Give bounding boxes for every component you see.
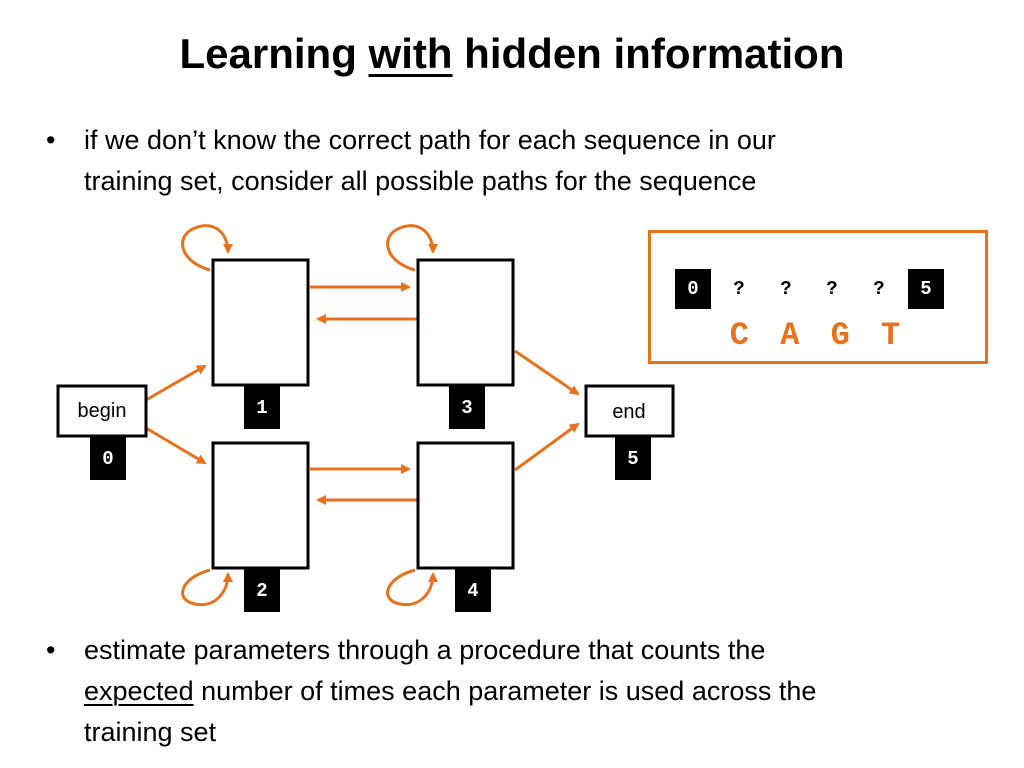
state-1 <box>211 258 310 387</box>
self-loop-3 <box>386 224 438 272</box>
begin-index-badge <box>90 436 126 480</box>
edge-4-to-end <box>514 422 580 472</box>
end-index-label: 5 <box>627 448 638 470</box>
end-state-label: end <box>612 401 645 423</box>
self-loop-2 <box>181 568 233 607</box>
state-2-index-badge <box>244 568 280 612</box>
bullet-1-line-1: if we don’t know the correct path for ea… <box>84 125 776 155</box>
sequence-path-box: 0 ? ? ? ? 5 C A G T <box>648 230 988 364</box>
title-end: hidden information <box>452 30 845 77</box>
state-2 <box>211 441 310 570</box>
bullet-2-text: estimate parameters through a procedure … <box>84 630 816 753</box>
end-index-badge <box>615 436 651 480</box>
state-3 <box>416 258 515 387</box>
bullet-2-line-2: expected number of times each parameter … <box>84 671 816 712</box>
bullet-2-line-1: estimate parameters through a procedure … <box>84 635 766 665</box>
edge-begin-to-2 <box>145 426 207 465</box>
bullet-1-line-2: training set, consider all possible path… <box>84 166 757 196</box>
dna-sequence: C A G T <box>729 317 907 354</box>
bullet-2-line-2-rest: number of times each parameter is used a… <box>193 676 817 706</box>
path-cell-unknown: ? <box>733 278 745 300</box>
title-underlined-word: with <box>368 30 453 77</box>
state-3-index-badge <box>449 385 485 429</box>
state-3-index-label: 3 <box>461 397 472 419</box>
title-start: Learning <box>179 30 369 77</box>
path-cell-unknown: ? <box>826 278 838 300</box>
state-4-index-label: 4 <box>467 580 478 602</box>
emphasized-word-expected: expected <box>84 676 194 706</box>
begin-state <box>56 384 148 438</box>
begin-index-label: 0 <box>102 448 113 470</box>
path-cell-unknown: ? <box>873 278 885 300</box>
bullet-marker: • <box>46 635 56 665</box>
state-4 <box>416 441 515 570</box>
bullet-marker: • <box>46 125 56 155</box>
path-cell-end: 5 <box>908 269 944 309</box>
path-cell-begin: 0 <box>675 269 711 309</box>
edge-begin-to-1 <box>145 364 207 402</box>
end-state <box>584 384 675 438</box>
state-2-index-label: 2 <box>256 580 267 602</box>
self-loop-4 <box>386 568 438 607</box>
bullet-1-text: if we don’t know the correct path for ea… <box>84 120 776 202</box>
state-1-index-badge <box>244 385 280 429</box>
path-cell-unknown: ? <box>780 278 792 300</box>
slide-title: Learning with hidden information <box>0 30 1024 78</box>
edge-3-to-end <box>514 349 580 396</box>
begin-state-label: begin <box>78 400 127 422</box>
state-4-index-badge <box>455 568 491 612</box>
bullet-2-line-3: training set <box>84 717 217 747</box>
self-loop-1 <box>181 224 233 272</box>
state-1-index-label: 1 <box>256 397 267 419</box>
